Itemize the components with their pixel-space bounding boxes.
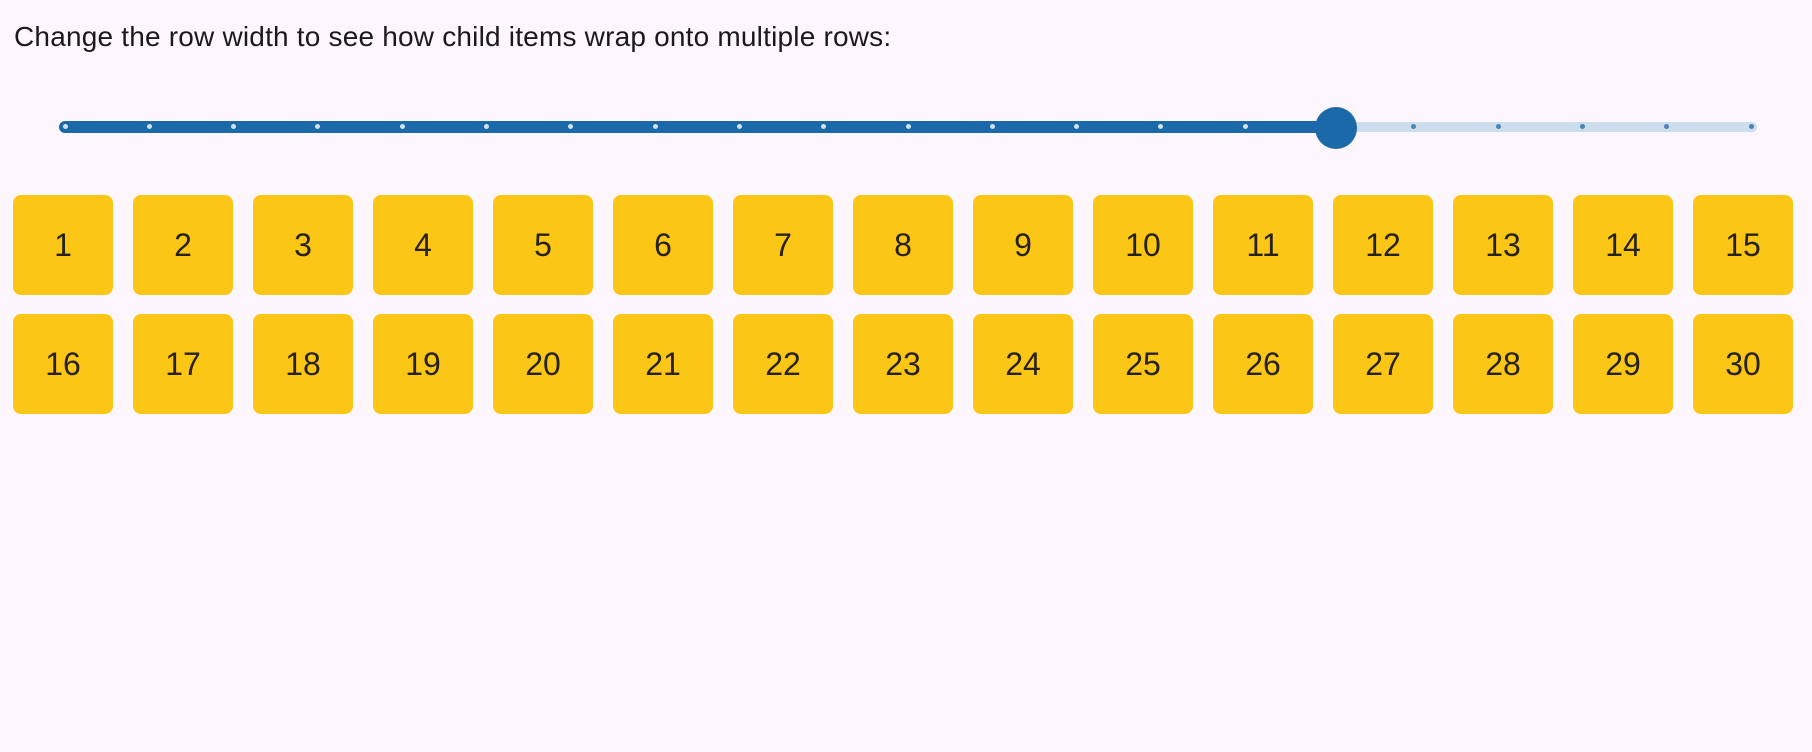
slider-tick bbox=[1411, 124, 1417, 129]
grid-item: 8 bbox=[853, 195, 953, 295]
grid-item: 3 bbox=[253, 195, 353, 295]
grid-item: 13 bbox=[1453, 195, 1553, 295]
row-width-slider[interactable] bbox=[59, 106, 1757, 150]
grid-item: 7 bbox=[733, 195, 833, 295]
slider-tick bbox=[652, 124, 658, 129]
slider-tick bbox=[905, 124, 911, 129]
slider-tick bbox=[568, 124, 574, 129]
grid-item: 23 bbox=[853, 314, 953, 414]
slider-thumb[interactable] bbox=[1315, 107, 1357, 149]
grid-item: 29 bbox=[1573, 314, 1673, 414]
slider-tick bbox=[1242, 124, 1248, 129]
slider-fill[interactable] bbox=[59, 121, 1336, 133]
slider-tick bbox=[315, 124, 321, 129]
grid-item: 19 bbox=[373, 314, 473, 414]
slider-tick bbox=[62, 124, 68, 129]
grid-item: 9 bbox=[973, 195, 1073, 295]
grid-item: 10 bbox=[1093, 195, 1193, 295]
slider-tick bbox=[989, 124, 995, 129]
grid-item: 4 bbox=[373, 195, 473, 295]
grid-item: 18 bbox=[253, 314, 353, 414]
grid-item: 26 bbox=[1213, 314, 1313, 414]
slider-tick bbox=[1664, 124, 1670, 129]
slider-tick bbox=[821, 124, 827, 129]
slider-tick bbox=[399, 124, 405, 129]
slider-tick bbox=[484, 124, 489, 129]
slider-tick bbox=[1158, 124, 1164, 129]
grid-item: 16 bbox=[13, 314, 113, 414]
grid-item: 17 bbox=[133, 314, 233, 414]
grid-item: 27 bbox=[1333, 314, 1433, 414]
grid-item: 2 bbox=[133, 195, 233, 295]
grid-item: 11 bbox=[1213, 195, 1313, 295]
grid-item: 12 bbox=[1333, 195, 1433, 295]
slider-tick bbox=[736, 124, 742, 129]
grid-item: 14 bbox=[1573, 195, 1673, 295]
slider-tick bbox=[1748, 124, 1754, 129]
grid-item: 6 bbox=[613, 195, 713, 295]
slider-tick bbox=[1579, 124, 1585, 129]
slider-tick bbox=[1495, 124, 1501, 129]
grid-item: 1 bbox=[13, 195, 113, 295]
grid-item: 25 bbox=[1093, 314, 1193, 414]
slider-tick bbox=[231, 124, 237, 129]
grid-item: 15 bbox=[1693, 195, 1793, 295]
grid-item: 24 bbox=[973, 314, 1073, 414]
slider-tick bbox=[1074, 124, 1080, 129]
grid-item: 30 bbox=[1693, 314, 1793, 414]
grid-item: 28 bbox=[1453, 314, 1553, 414]
grid-item: 21 bbox=[613, 314, 713, 414]
slider-tick bbox=[146, 124, 152, 129]
instruction-text: Change the row width to see how child it… bbox=[14, 21, 892, 52]
grid-item: 5 bbox=[493, 195, 593, 295]
grid-item: 20 bbox=[493, 314, 593, 414]
grid-item: 22 bbox=[733, 314, 833, 414]
